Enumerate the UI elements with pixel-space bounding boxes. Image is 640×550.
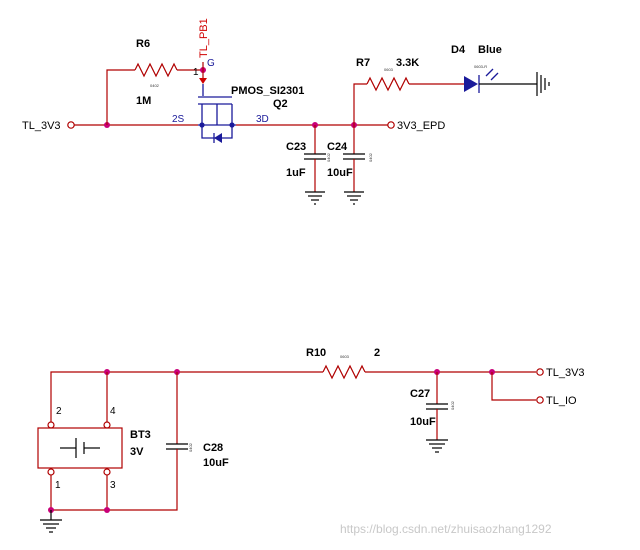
q2-ref: Q2	[273, 98, 288, 110]
bt3-ref: BT3	[130, 429, 151, 441]
r7-ref: R7	[356, 57, 370, 69]
led-d4[interactable]	[464, 68, 499, 93]
ground-icon	[426, 439, 448, 453]
junction-dot	[104, 507, 110, 513]
c27-value: 10uF	[410, 416, 436, 428]
r7-footprint: 0603	[384, 67, 394, 72]
ground-icon	[536, 72, 550, 96]
q2-source-node	[199, 122, 205, 128]
bt3-pin1-label: 1	[55, 480, 61, 491]
net-label-tl3v3: TL_3V3	[546, 367, 585, 379]
wire-r6-left	[106, 69, 135, 125]
d4-footprint: 0603-R	[474, 64, 487, 69]
c23-value: 1uF	[286, 167, 306, 179]
net-port-tl-io[interactable]	[536, 396, 544, 404]
c24-footprint: 0402	[368, 152, 373, 162]
q2-drain-node	[229, 122, 235, 128]
capacitor-c28[interactable]	[166, 372, 188, 452]
net-port-tl3v3[interactable]	[536, 368, 544, 376]
ground-icon	[40, 510, 62, 533]
q2-pin-s: 2S	[172, 114, 185, 125]
c24-value: 10uF	[327, 167, 353, 179]
r6-ref: R6	[136, 38, 150, 50]
watermark-text: https://blog.csdn.net/zhuisaozhang1292	[340, 522, 552, 536]
r10-footprint: 0603	[340, 354, 350, 359]
net-label-tl-pb1: TL_PB1	[198, 18, 210, 58]
wire-battery-ground-rail	[50, 452, 178, 511]
resistor-r10[interactable]	[322, 364, 366, 380]
capacitor-c23[interactable]	[304, 125, 326, 192]
resistor-r7[interactable]	[366, 76, 410, 92]
resistor-r6[interactable]	[134, 62, 178, 78]
bottom-circuit: 2 4 1 3 BT3 3V C28 10uF 0402 R10	[37, 347, 585, 533]
ground-icon	[344, 191, 364, 205]
battery-bt3[interactable]	[37, 427, 123, 469]
gate-arrow-icon	[199, 78, 207, 84]
d4-color: Blue	[478, 44, 502, 56]
net-label-tl-io: TL_IO	[546, 395, 577, 407]
wire-to-tl-io	[491, 372, 536, 401]
bt3-pin1-node	[47, 468, 55, 476]
bt3-pin4-node	[103, 421, 111, 429]
bt3-pin3-label: 3	[110, 480, 116, 491]
bt3-pin2-label: 2	[56, 406, 62, 417]
net-port-tl3v3-left[interactable]	[67, 121, 75, 129]
r6-value: 1M	[136, 95, 151, 107]
net-port-3v3-epd[interactable]	[387, 121, 395, 129]
q2-pin-g: G	[207, 58, 215, 69]
top-circuit: TL_3V3 R6 1M 0402 TL_PB1 1 G	[22, 18, 550, 205]
c24-ref: C24	[327, 141, 348, 153]
c28-ref: C28	[203, 442, 223, 454]
wire-r7-left	[353, 83, 367, 125]
c28-value: 10uF	[203, 457, 229, 469]
r7-value: 3.3K	[396, 57, 419, 69]
wire-battery-rail	[50, 371, 323, 422]
bt3-value: 3V	[130, 446, 144, 458]
c27-footprint: 0402	[450, 400, 455, 410]
c28-footprint: 0402	[188, 442, 193, 452]
bt3-pin4-label: 4	[110, 406, 116, 417]
net-label-3v3-epd: 3V3_EPD	[397, 120, 445, 132]
q2-part: PMOS_SI2301	[231, 85, 304, 97]
r10-pin: 2	[374, 347, 380, 359]
q2-pin1: 1	[193, 67, 199, 78]
ground-icon	[305, 191, 325, 205]
capacitor-c24[interactable]	[343, 125, 365, 192]
capacitor-c27[interactable]	[426, 372, 448, 440]
c27-ref: C27	[410, 388, 430, 400]
c23-footprint: 0402	[326, 152, 331, 162]
net-label-tl3v3-left: TL_3V3	[22, 120, 61, 132]
r6-footprint: 0402	[150, 83, 160, 88]
bt3-pin3-node	[103, 468, 111, 476]
bt3-pin2-node	[47, 421, 55, 429]
r10-ref: R10	[306, 347, 326, 359]
d4-ref: D4	[451, 44, 466, 56]
q2-pin-d: 3D	[256, 114, 269, 125]
c23-ref: C23	[286, 141, 306, 153]
